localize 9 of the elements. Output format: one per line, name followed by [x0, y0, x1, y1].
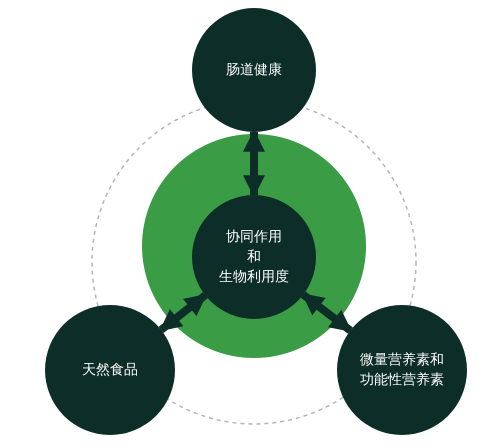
- double-arrow: [300, 291, 353, 334]
- node-label: 微量营养素和功能性营养素: [359, 351, 445, 390]
- node-label: 和: [247, 248, 261, 267]
- node-label: 生物利用度: [219, 268, 289, 287]
- node-label: 协同作用: [226, 228, 282, 247]
- double-arrow: [158, 292, 208, 334]
- node-label: 天然食品: [82, 361, 138, 380]
- node-label: 肠道健康: [226, 61, 282, 80]
- double-arrow: [243, 130, 265, 198]
